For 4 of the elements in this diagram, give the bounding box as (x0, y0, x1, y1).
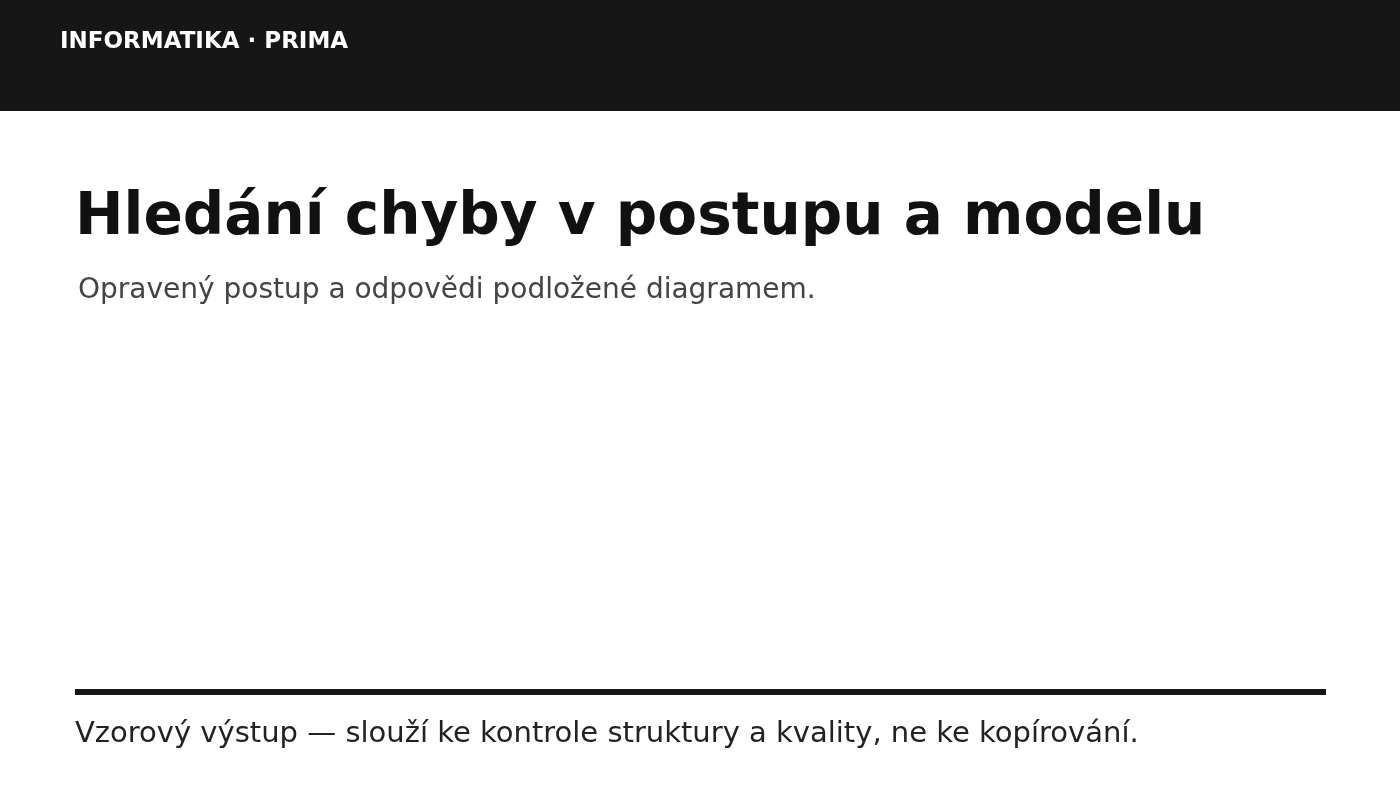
page-title: Hledání chyby v postupu a modelu (75, 180, 1206, 248)
footer-caption: Vzorový výstup — slouží ke kontrole struktury a kvality, ne ke kopírování. (75, 715, 1139, 749)
header-label: INFORMATIKA · PRIMA (60, 27, 349, 53)
subtitle: Opravený postup a odpovědi podložené diagramem. (78, 272, 816, 305)
